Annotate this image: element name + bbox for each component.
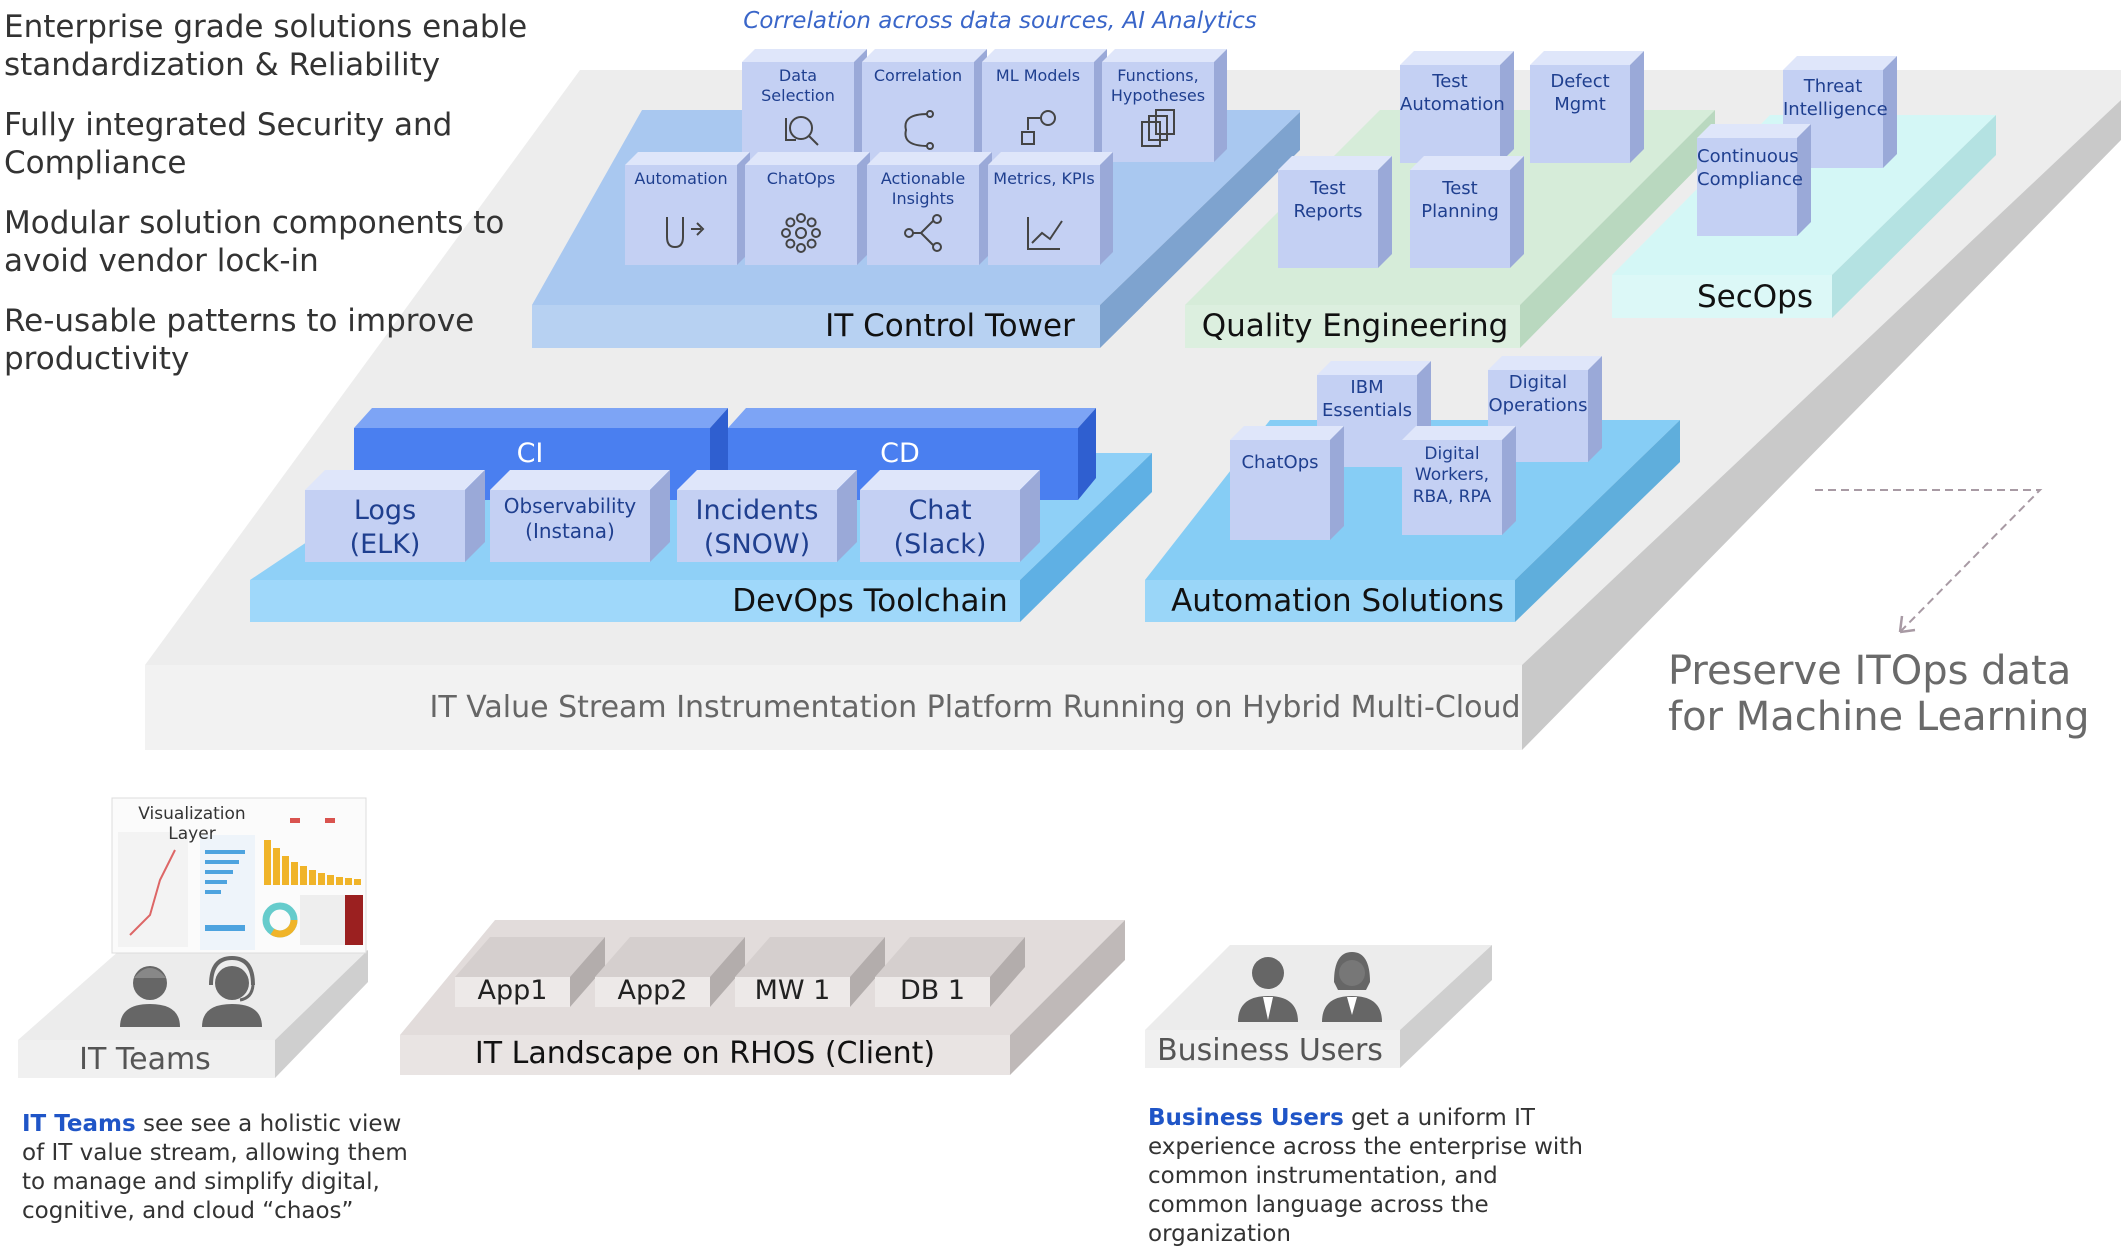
app-label: App2: [617, 975, 688, 1006]
support-agent-icon: [202, 955, 262, 1027]
automation-cube-label: Digital Operations: [1488, 372, 1588, 416]
diagram-canvas: [18, 49, 2121, 1078]
automation-cube-label: ChatOps: [1241, 452, 1319, 473]
it-teams-tray: [18, 950, 368, 1078]
bullet-item: Enterprise grade solutions enable standa…: [4, 9, 528, 83]
control-tower-cube: [625, 152, 750, 265]
it-teams-title: IT Teams: [79, 1042, 211, 1077]
viz-layer-label: Visualization Layer: [138, 804, 246, 844]
bullet-item: Fully integrated Security and Compliance: [4, 107, 453, 181]
app-block: [595, 937, 745, 1007]
app-label: DB 1: [899, 975, 966, 1006]
ml-model-icon: [1021, 110, 1056, 145]
bullet-item: Modular solution components to avoid ven…: [4, 205, 505, 279]
devops-cube: [490, 470, 670, 562]
control-tower-cube: [988, 152, 1113, 265]
quality-engineering-title: Quality Engineering: [1201, 308, 1509, 344]
devops-cube: [305, 470, 485, 562]
qe-cube: [1278, 156, 1392, 268]
qe-cube: [1400, 51, 1514, 163]
secops-cube-label: Threat Intelligence: [1783, 76, 1888, 120]
control-tower-cube-label: Automation: [634, 169, 728, 188]
data-search-icon: [785, 116, 819, 146]
it-person-icon: [120, 966, 180, 1027]
control-tower-cube: [742, 49, 867, 162]
control-tower-cube-label: Correlation: [873, 66, 963, 85]
devops-cube-label: Incidents (SNOW): [695, 495, 819, 560]
automation-cube: [1488, 356, 1602, 462]
secops-cube: [1697, 124, 1811, 236]
qe-cube-label: Test Automation: [1400, 71, 1505, 115]
devops-cube-label: Chat (Slack): [893, 495, 987, 560]
cd-label: CD: [880, 438, 920, 469]
landscape-title: IT Landscape on RHOS (Client): [474, 1036, 936, 1071]
it-teams-caption-highlight: IT Teams: [22, 1111, 136, 1137]
preserve-note: Preserve ITOps data for Machine Learning: [1668, 648, 2090, 740]
qe-cube: [1410, 156, 1524, 268]
business-users-tray: [1145, 945, 1492, 1068]
qe-cube-label: Defect Mgmt: [1550, 71, 1610, 115]
qe-cube-label: Test Planning: [1421, 178, 1499, 222]
metrics-icon: [1027, 217, 1063, 250]
automation-solutions-title: Automation Solutions: [1171, 583, 1504, 619]
correlation-icon: [904, 110, 934, 150]
secops-title: SecOps: [1696, 279, 1814, 315]
insights-icon: [904, 214, 942, 252]
control-tower-cube-label: Functions, Hypotheses: [1110, 66, 1206, 105]
control-tower-cube: [1102, 49, 1227, 162]
landscape-app-blocks: [455, 937, 1025, 1007]
control-tower-cube-label: Actionable Insights: [880, 169, 966, 208]
stack-icon: [1141, 109, 1175, 147]
bullet-item: Re-usable patterns to improve productivi…: [4, 303, 475, 377]
it-control-tower-title: IT Control Tower: [825, 308, 1075, 344]
qe-cube-label: Test Reports: [1293, 178, 1363, 222]
devops-cube: [860, 470, 1040, 562]
automation-cube: [1230, 426, 1344, 540]
business-woman-icon: [1322, 952, 1382, 1022]
business-users-caption-highlight: Business Users: [1148, 1105, 1344, 1131]
devops-toolchain-title: DevOps Toolchain: [732, 583, 1008, 619]
app-block: [875, 937, 1025, 1007]
business-users-caption: Business Users get a uniform IT experien…: [1148, 1104, 1588, 1249]
it-teams-caption: IT Teams see see a holistic view of IT v…: [22, 1110, 412, 1226]
app-label: App1: [477, 975, 548, 1006]
control-tower-cube: [862, 49, 987, 162]
component-cubes: [305, 49, 1897, 562]
control-tower-cube: [745, 152, 870, 265]
business-users-title: Business Users: [1157, 1033, 1383, 1068]
correlation-note: Correlation across data sources, AI Anal…: [743, 8, 1257, 34]
automation-cube: [1402, 426, 1516, 535]
it-teams-caption-text: see see a holistic view of IT value stre…: [22, 1111, 408, 1224]
preserve-arrow: [1815, 489, 2043, 634]
app-block: [735, 937, 885, 1007]
devops-cube: [677, 470, 857, 562]
chatops-icon: [781, 213, 821, 253]
visualization-dashboard-thumbnail: [111, 797, 367, 954]
business-man-icon: [1238, 957, 1298, 1022]
automation-cube-label: Digital Workers, RBA, RPA: [1412, 444, 1492, 507]
devops-cube-label: Observability (Instana): [503, 494, 637, 543]
automation-icon: [666, 217, 705, 249]
platform-label: IT Value Stream Instrumentation Platform…: [429, 690, 1521, 725]
control-tower-cube-label: Data Selection: [761, 66, 835, 105]
control-tower-cube: [867, 152, 992, 265]
control-tower-cube-label: ML Models: [995, 66, 1081, 85]
control-tower-cube-label: Metrics, KPIs: [993, 169, 1095, 188]
secops-cube-label: Continuous Compliance: [1697, 146, 1803, 190]
qe-cube: [1530, 51, 1644, 163]
app-label: MW 1: [754, 975, 831, 1006]
control-tower-cube-label: ChatOps: [766, 169, 836, 188]
app-block: [455, 937, 605, 1007]
benefit-bullets: Enterprise grade solutions enable standa…: [4, 8, 584, 400]
automation-cube-label: IBM Essentials: [1321, 377, 1413, 421]
ci-label: CI: [516, 438, 544, 469]
devops-cube-label: Logs (ELK): [349, 495, 421, 560]
